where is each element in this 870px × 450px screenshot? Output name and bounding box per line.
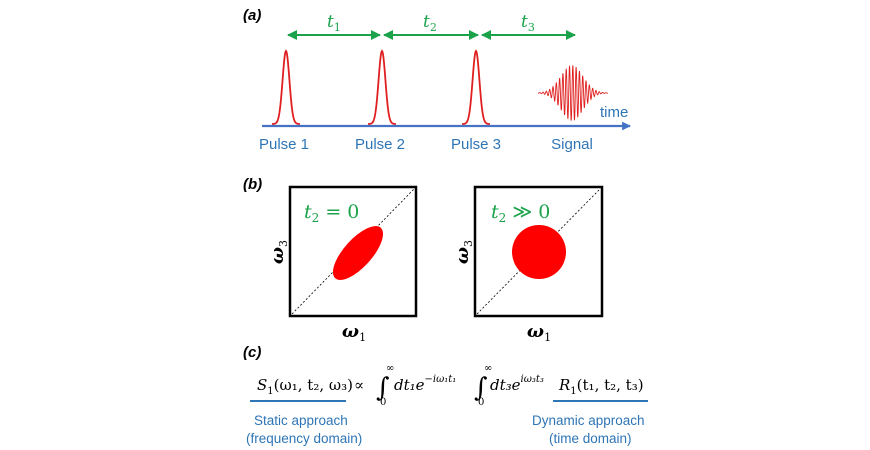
signal-label: Signal — [551, 136, 593, 153]
condition-label: t2 = 0 — [304, 201, 359, 225]
integral-2-body: dt₃eiω₃t₃ — [490, 374, 544, 394]
delay-label-t3: t3 — [521, 12, 535, 34]
diagonal-line — [291, 188, 415, 315]
pulse-1-waveform — [272, 49, 300, 125]
condition-label: t2 ≫ 0 — [491, 201, 550, 225]
panel-b-label: (b) — [243, 176, 262, 193]
x-axis-label: ω1 — [342, 321, 366, 344]
integral-1-lower: 0 — [380, 397, 386, 408]
integral-2: ∫ — [474, 373, 488, 403]
dynamic-approach-line2: (time domain) — [549, 431, 632, 446]
integral-1-upper: ∞ — [386, 363, 394, 374]
y-axis-label: ω3 — [267, 240, 290, 264]
proportional-symbol: ∝ — [354, 376, 364, 394]
time-axis-label: time — [600, 104, 628, 121]
y-axis-label: ω3 — [452, 240, 475, 264]
equation-rhs: R1(t₁, t₂, t₃) — [558, 376, 644, 397]
equation-lhs: S1(ω₁, t₂, ω₃) — [257, 376, 353, 397]
elongated-peak — [332, 226, 384, 280]
delay-label-t1: t1 — [327, 12, 341, 34]
integral-2-lower: 0 — [478, 397, 484, 408]
x-axis-label: ω1 — [527, 321, 551, 344]
static-approach-line1: Static approach — [254, 413, 348, 428]
dynamic-approach-line1: Dynamic approach — [532, 413, 645, 428]
spectrum-t2-zero: t2 = 0 ω1 ω3 — [267, 185, 418, 344]
spectrum-t2-large: t2 ≫ 0 ω1 ω3 — [452, 185, 604, 344]
panel-c-label: (c) — [243, 344, 261, 361]
round-peak — [512, 225, 566, 279]
delay-label-t2: t2 — [423, 12, 437, 34]
pulse-2-label: Pulse 2 — [355, 136, 405, 153]
diagonal-line — [476, 188, 601, 315]
pulse-3-label: Pulse 3 — [451, 136, 501, 153]
signal-waveform — [537, 65, 609, 121]
pulse-3-waveform — [462, 49, 490, 125]
static-approach-line2: (frequency domain) — [246, 431, 362, 446]
integral-1: ∫ — [376, 373, 390, 403]
integral-2-upper: ∞ — [484, 363, 492, 374]
panel-a-label: (a) — [243, 7, 261, 24]
equation: S1(ω₁, t₂, ω₃) ∝ ∫ ∞ 0 dt₁e−iω₁t₁ ∫ ∞ 0 … — [257, 363, 644, 408]
pulse-2-waveform — [368, 49, 396, 125]
integral-1-body: dt₁e−iω₁t₁ — [394, 374, 456, 394]
pulse-1-label: Pulse 1 — [259, 136, 309, 153]
